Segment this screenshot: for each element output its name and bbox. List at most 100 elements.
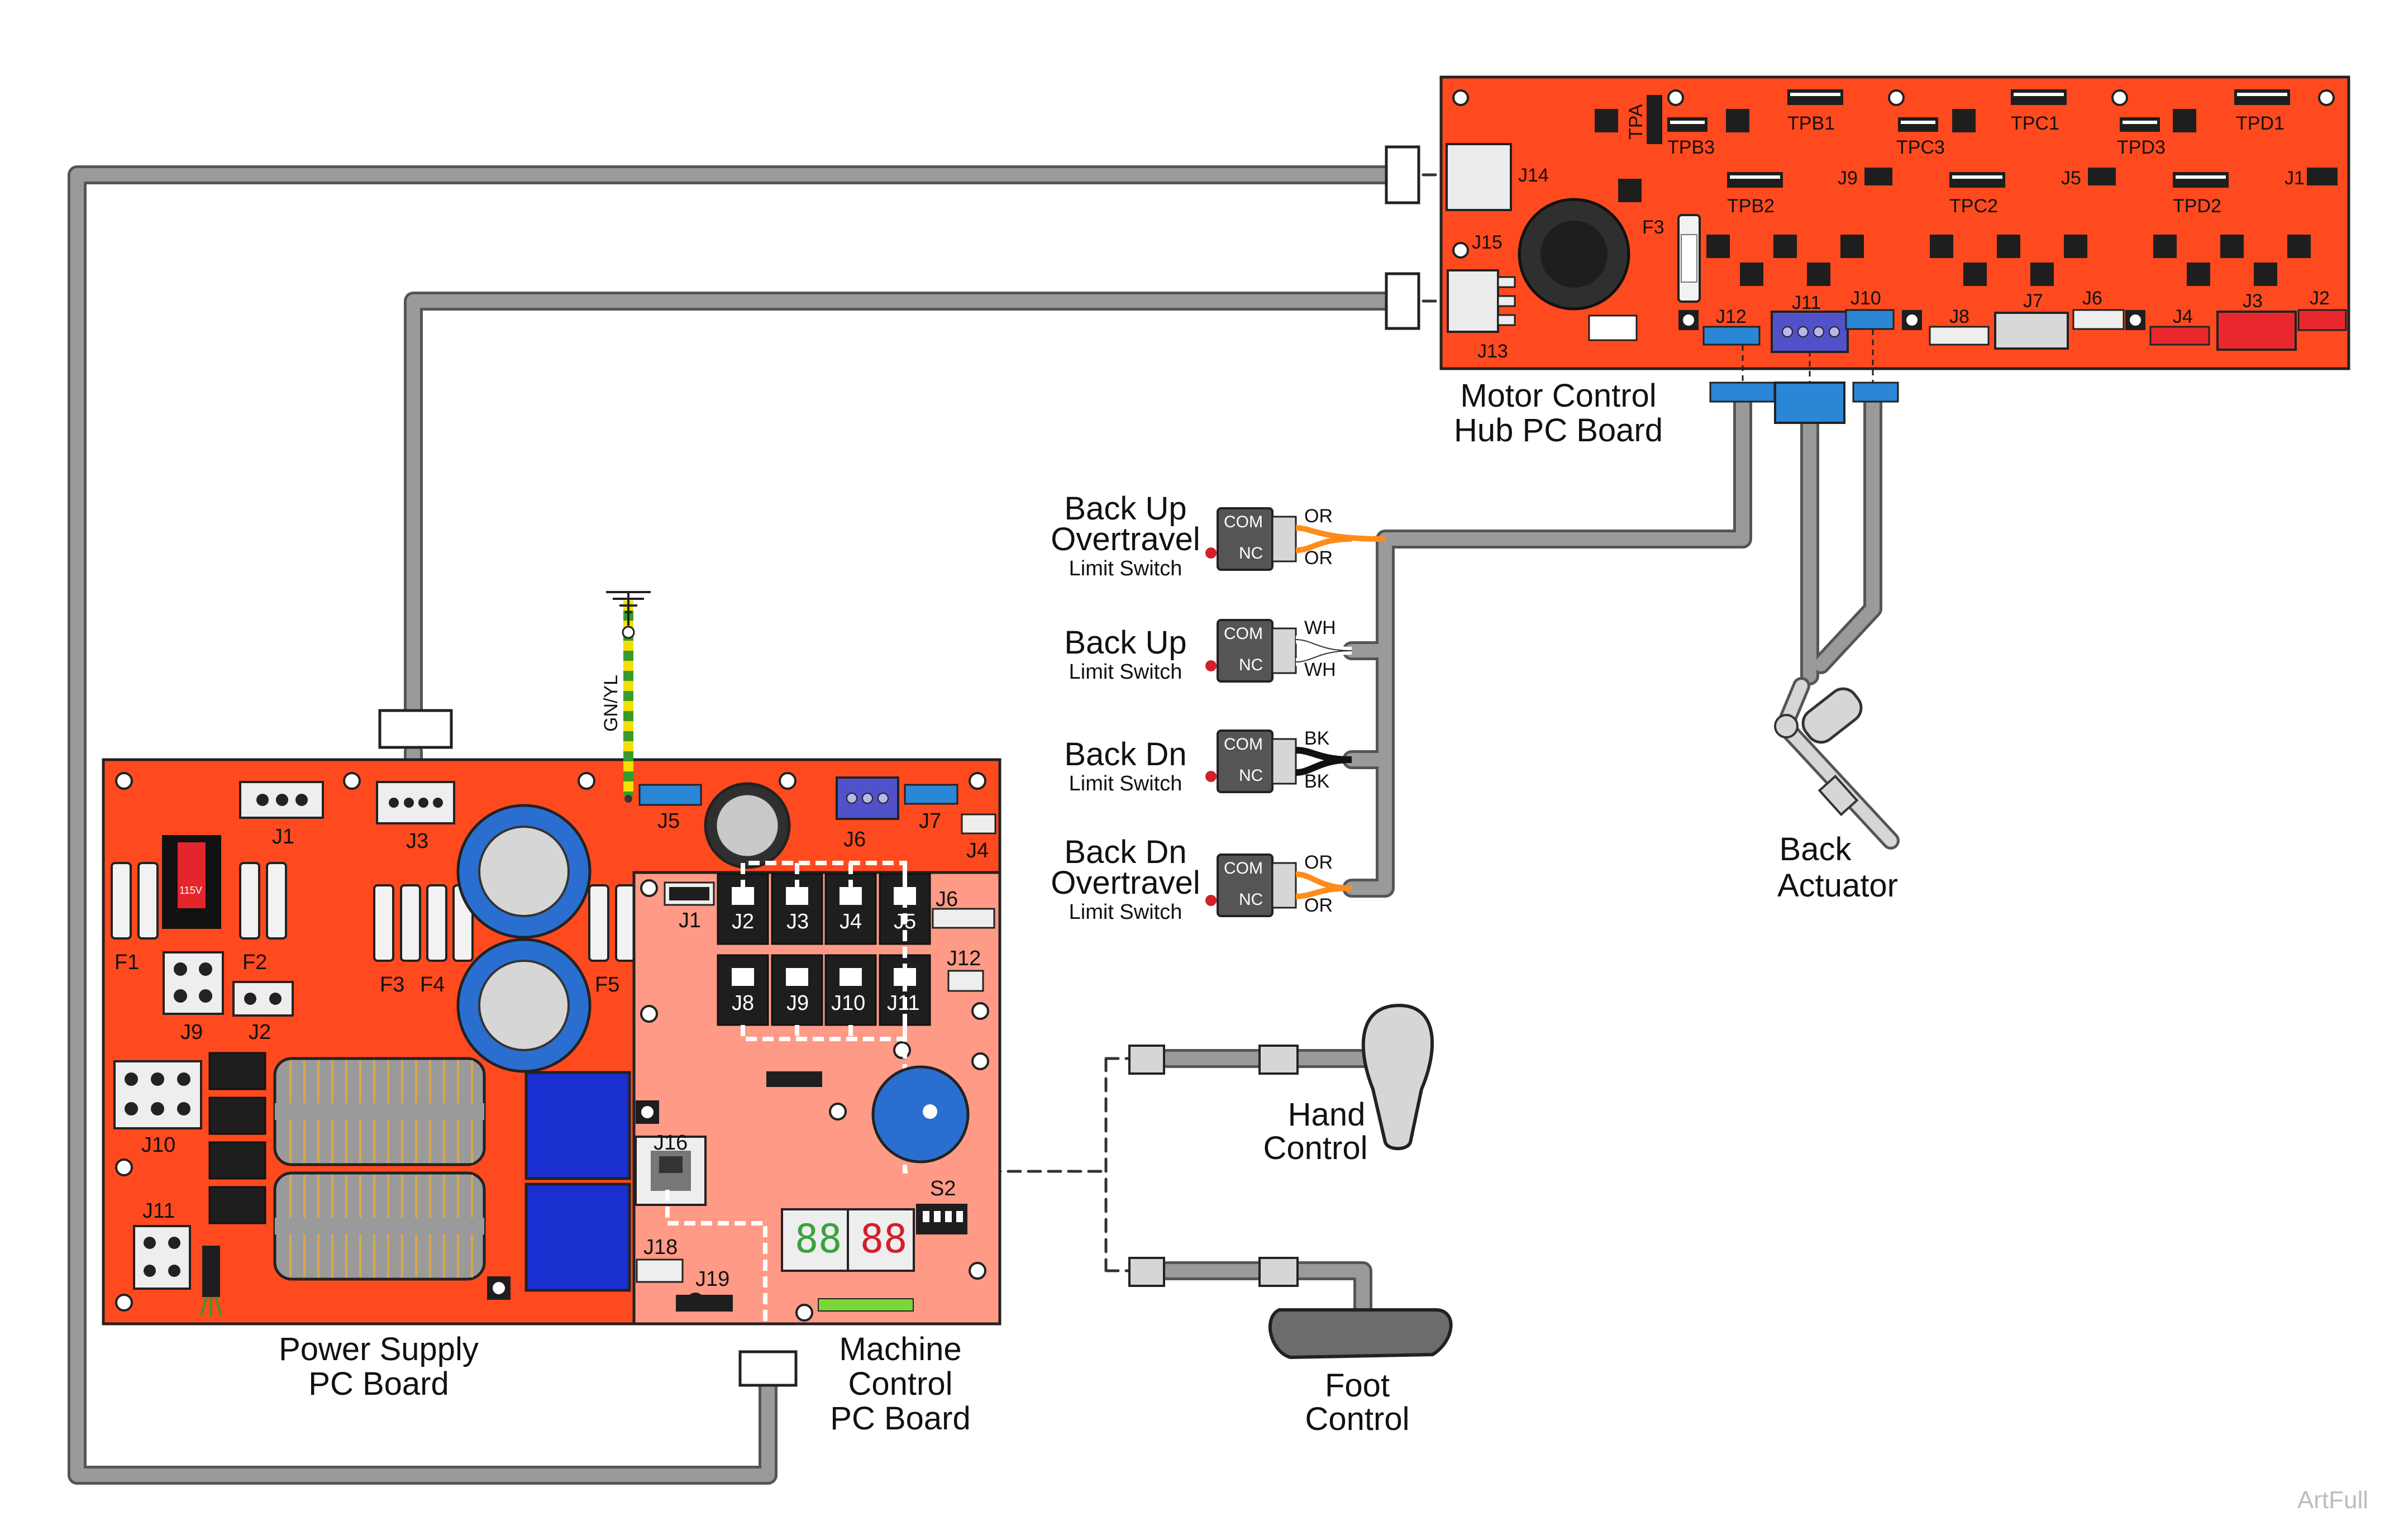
- svg-text:F3: F3: [380, 973, 404, 997]
- svg-text:Control: Control: [1263, 1130, 1368, 1166]
- svg-text:BK: BK: [1304, 771, 1330, 792]
- svg-text:Overtravel: Overtravel: [1051, 521, 1200, 557]
- svg-text:TPC1: TPC1: [2011, 113, 2059, 134]
- svg-text:NC: NC: [1239, 766, 1263, 785]
- svg-text:J7: J7: [919, 809, 941, 833]
- svg-text:COM: COM: [1224, 624, 1263, 643]
- svg-text:TPC2: TPC2: [1949, 196, 1998, 217]
- svg-text:J1: J1: [2284, 168, 2305, 189]
- svg-text:J19: J19: [695, 1267, 729, 1291]
- svg-text:J9: J9: [786, 991, 809, 1015]
- svg-text:COM: COM: [1224, 735, 1263, 754]
- svg-text:COM: COM: [1224, 859, 1263, 878]
- svg-text:TPB1: TPB1: [1787, 113, 1835, 134]
- svg-text:J13: J13: [1477, 341, 1508, 362]
- svg-text:BK: BK: [1304, 728, 1330, 749]
- svg-text:J7: J7: [2023, 290, 2043, 312]
- svg-text:J5: J5: [657, 809, 680, 833]
- svg-text:J4: J4: [2173, 306, 2193, 327]
- display-right: 88: [860, 1216, 907, 1262]
- svg-text:J3: J3: [406, 829, 428, 853]
- svg-text:J3: J3: [2243, 290, 2263, 312]
- svg-text:J12: J12: [1716, 306, 1747, 327]
- foot-control-pedal: [1268, 1308, 1453, 1360]
- svg-text:WH: WH: [1304, 659, 1336, 680]
- svg-text:J6: J6: [843, 828, 866, 851]
- limit-switch-back-up: COM NC WH WH Back Up Limit Switch: [1064, 617, 1352, 684]
- watermark: ArtFull: [2297, 1486, 2368, 1514]
- svg-text:Overtravel: Overtravel: [1051, 865, 1200, 901]
- svg-text:F2: F2: [242, 951, 267, 974]
- hand-control: Hand Control: [1128, 1003, 1434, 1166]
- motor-board-title-1: Motor Control: [1460, 378, 1656, 414]
- svg-text:J1: J1: [272, 825, 294, 848]
- svg-text:Back Dn: Back Dn: [1064, 736, 1186, 773]
- svg-text:Control: Control: [1305, 1401, 1410, 1437]
- svg-text:Back Dn: Back Dn: [1064, 834, 1186, 870]
- svg-text:WH: WH: [1304, 617, 1336, 638]
- svg-text:OR: OR: [1304, 547, 1333, 569]
- power-board-title-2: PC Board: [308, 1366, 449, 1402]
- motor-control-hub-board: J14 J15 J13 TPA: [1385, 75, 2350, 449]
- svg-text:COM: COM: [1224, 513, 1263, 531]
- svg-text:F3: F3: [1642, 217, 1664, 238]
- svg-text:J9: J9: [1838, 168, 1858, 189]
- limit-switch-back-dn: COM NC BK BK Back Dn Limit Switch: [1064, 728, 1352, 795]
- svg-text:TPA: TPA: [1625, 104, 1647, 140]
- hand-control-pendant: [1361, 1003, 1434, 1151]
- svg-text:J10: J10: [831, 991, 865, 1015]
- svg-text:J2: J2: [2310, 288, 2330, 309]
- filter-capacitors: [456, 804, 592, 1073]
- machine-board-title-3: PC Board: [830, 1400, 970, 1437]
- svg-text:TPC3: TPC3: [1896, 137, 1945, 158]
- svg-text:Back Up: Back Up: [1064, 490, 1186, 527]
- svg-text:Back: Back: [1780, 831, 1852, 867]
- display-left: 88: [795, 1216, 842, 1262]
- svg-text:TPB3: TPB3: [1667, 137, 1715, 158]
- svg-text:NC: NC: [1239, 656, 1263, 674]
- svg-text:J2: J2: [732, 910, 754, 933]
- svg-text:Limit Switch: Limit Switch: [1069, 900, 1182, 924]
- svg-text:F5: F5: [595, 973, 619, 997]
- machine-control-board: J6 J7 J4 J1 J2 J3 J: [632, 776, 1001, 1437]
- svg-text:Back Up: Back Up: [1064, 624, 1186, 661]
- svg-text:OR: OR: [1304, 506, 1333, 527]
- svg-text:OR: OR: [1304, 852, 1333, 873]
- svg-text:Actuator: Actuator: [1777, 867, 1898, 904]
- cable-limit-switches: [1342, 393, 1752, 898]
- power-board-title-1: Power Supply: [279, 1331, 479, 1367]
- svg-text:NC: NC: [1239, 544, 1263, 562]
- svg-text:115V: 115V: [179, 885, 202, 896]
- svg-text:Limit Switch: Limit Switch: [1069, 660, 1182, 684]
- svg-text:TPB2: TPB2: [1727, 196, 1775, 217]
- svg-text:J10: J10: [1850, 288, 1881, 309]
- ground-wire: [606, 591, 651, 803]
- svg-text:J15: J15: [1472, 232, 1503, 253]
- svg-text:OR: OR: [1304, 895, 1333, 916]
- svg-text:J8: J8: [1949, 306, 1969, 327]
- svg-text:J12: J12: [947, 947, 981, 970]
- svg-text:Limit Switch: Limit Switch: [1069, 557, 1182, 580]
- dashed-hand-foot: [906, 173, 1448, 1272]
- svg-text:J11: J11: [1792, 292, 1821, 313]
- limit-switches: COM NC OR OR Back Up Overtravel Limit Sw…: [1051, 490, 1386, 924]
- svg-text:J3: J3: [786, 910, 809, 933]
- svg-text:J2: J2: [249, 1021, 271, 1044]
- svg-text:S2: S2: [930, 1177, 956, 1200]
- ground-wire-label: GN/YL: [600, 675, 622, 732]
- svg-text:NC: NC: [1239, 890, 1263, 909]
- svg-text:J9: J9: [180, 1021, 203, 1044]
- power-supply-board: J1 J3 115V F1 F2 F3 F4 F5 J9: [102, 591, 1001, 1402]
- machine-board-title-2: Control: [848, 1366, 953, 1402]
- limit-switch-back-up-overtravel: COM NC OR OR Back Up Overtravel Limit Sw…: [1051, 490, 1386, 580]
- svg-text:J10: J10: [141, 1133, 175, 1157]
- svg-text:F4: F4: [420, 973, 445, 997]
- motor-j14-connector: [1446, 143, 1512, 211]
- svg-text:TPD1: TPD1: [2236, 113, 2284, 134]
- svg-text:TPD2: TPD2: [2173, 196, 2221, 217]
- svg-text:J8: J8: [732, 991, 754, 1015]
- svg-text:Limit Switch: Limit Switch: [1069, 772, 1182, 795]
- rj-jacks: [717, 873, 931, 1026]
- svg-text:J14: J14: [1518, 165, 1549, 186]
